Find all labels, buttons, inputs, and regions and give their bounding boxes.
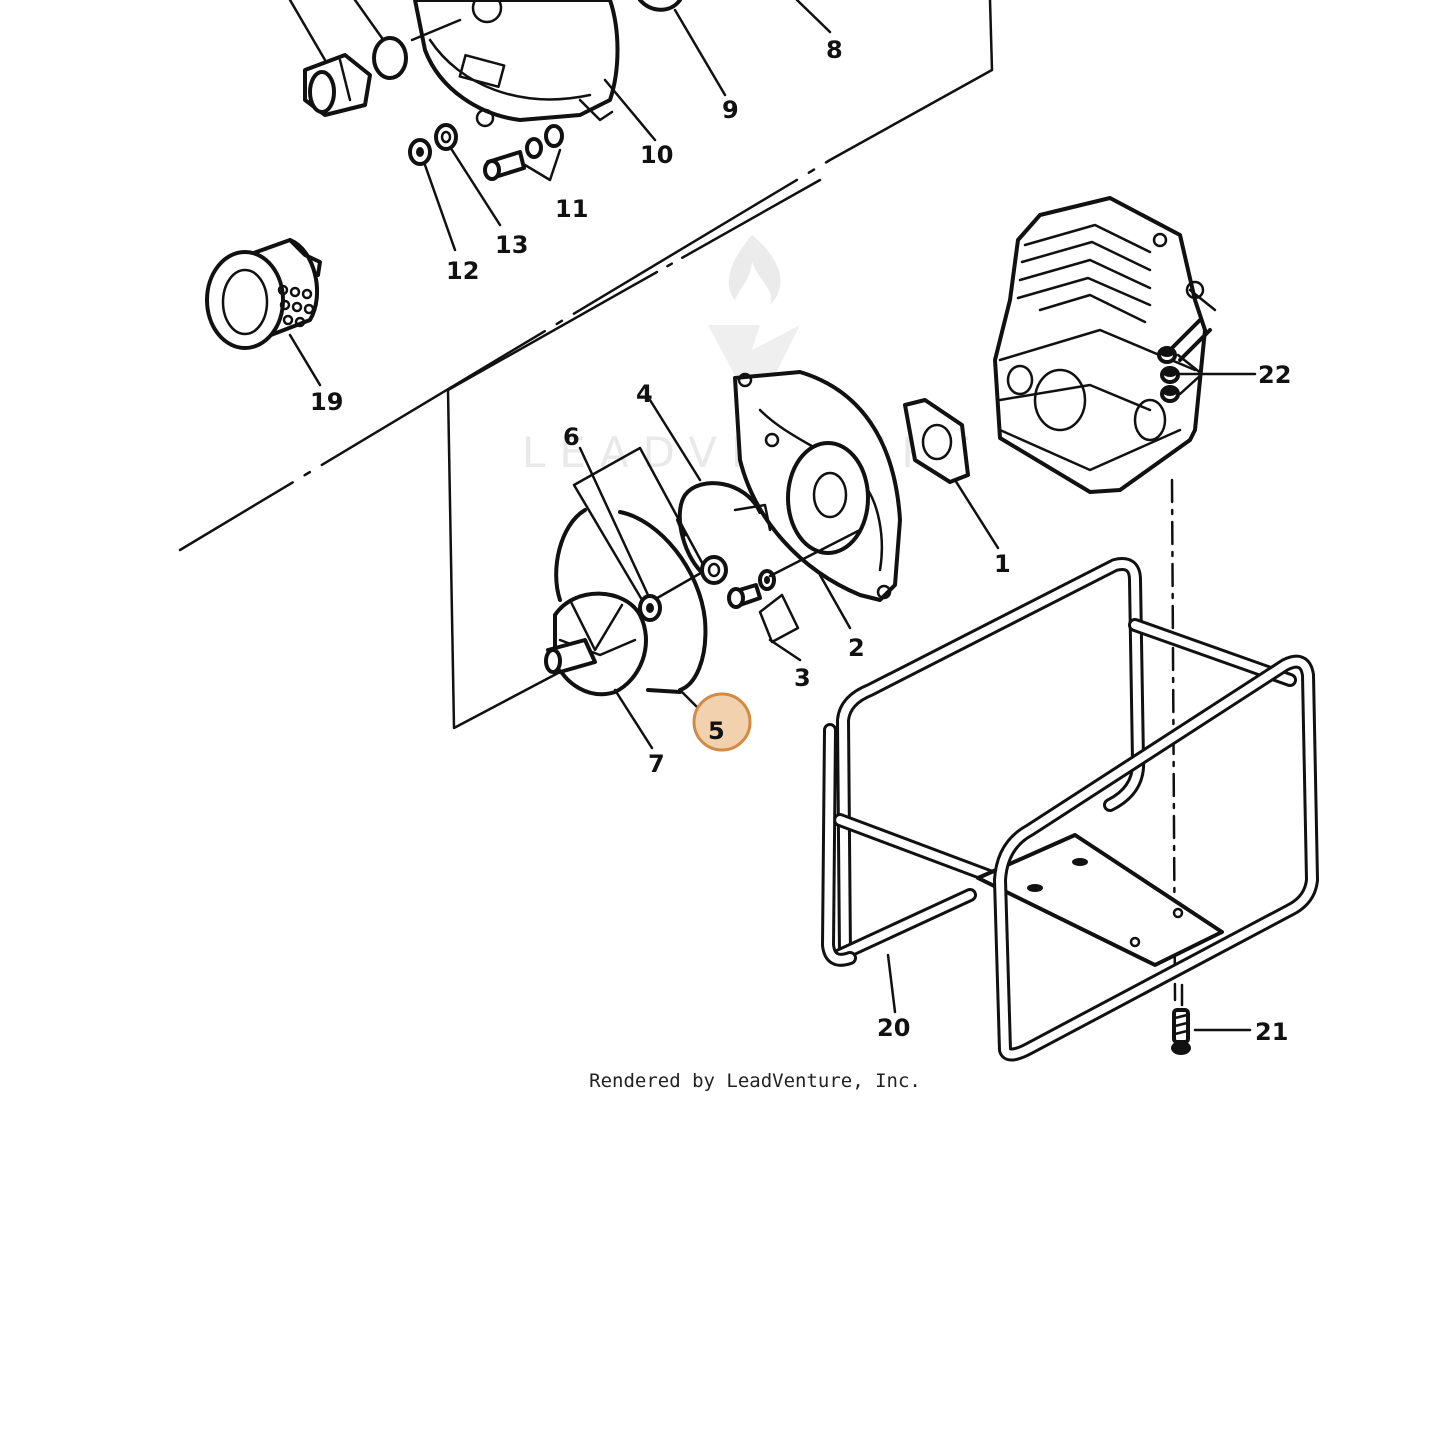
callout-2[interactable]: 2 (848, 634, 865, 662)
nut-part-6[interactable] (638, 594, 662, 622)
highlight-circle-part-5[interactable] (692, 692, 752, 752)
leader-line-o-ring (353, 0, 384, 40)
callout-3[interactable]: 3 (794, 664, 811, 692)
mount-nuts-part-22[interactable] (1157, 346, 1257, 403)
leader-line-7 (613, 688, 654, 750)
volute-plate-part-6[interactable] (554, 446, 708, 694)
callout-labels: 1 2 3 4 5 6 7 8 9 10 11 12 13 19 20 21 2… (310, 36, 1291, 1046)
callout-7[interactable]: 7 (648, 750, 665, 778)
callout-6[interactable]: 6 (563, 423, 580, 451)
nut-part-12[interactable] (408, 138, 432, 166)
pump-housing-part-10[interactable] (413, 0, 620, 128)
leader-line-13 (450, 148, 502, 227)
leader-line-8 (795, 0, 832, 34)
leader-line-2 (818, 573, 852, 630)
leader-line-housing-port (410, 18, 462, 42)
gasket-part-1[interactable] (903, 398, 970, 484)
callout-8[interactable]: 8 (826, 36, 843, 64)
bolt-part-3[interactable] (727, 528, 862, 644)
leader-line-inlet (288, 0, 327, 62)
callout-12[interactable]: 12 (446, 257, 479, 285)
callout-21[interactable]: 21 (1255, 1018, 1288, 1046)
leader-line-5 (678, 688, 702, 712)
leader-line-20 (886, 953, 897, 1014)
impeller-part-7[interactable] (544, 591, 648, 697)
callout-11[interactable]: 11 (555, 195, 588, 223)
leader-line-3 (768, 638, 802, 662)
callout-10[interactable]: 10 (640, 141, 673, 169)
leader-line-19 (288, 333, 322, 387)
callout-9[interactable]: 9 (722, 96, 739, 124)
seal-part[interactable] (700, 555, 728, 585)
o-ring-upper[interactable] (372, 36, 408, 80)
leader-line-10 (603, 78, 657, 142)
callout-5[interactable]: 5 (708, 717, 725, 745)
bolt-part-21[interactable] (1171, 983, 1252, 1055)
back-plate-part-2[interactable] (733, 370, 902, 602)
leader-line-4 (648, 398, 702, 482)
bolt-part-11[interactable] (483, 124, 564, 182)
leader-line-1 (953, 478, 1000, 550)
assembly-boundary-upper (178, 0, 994, 552)
rendered-by-caption: Rendered by LeadVenture, Inc. (589, 1070, 921, 1092)
callout-13[interactable]: 13 (495, 231, 528, 259)
leader-line-9 (673, 8, 727, 97)
leader-line-6 (578, 446, 650, 597)
washer-part-13[interactable] (434, 123, 458, 151)
frame-part-20[interactable] (820, 557, 1319, 1062)
inlet-fitting[interactable] (303, 53, 372, 117)
callout-1[interactable]: 1 (994, 550, 1011, 578)
strainer-part-19[interactable] (205, 238, 322, 350)
leader-line-12 (423, 163, 457, 252)
engine-assembly[interactable] (993, 196, 1217, 494)
callout-19[interactable]: 19 (310, 388, 343, 416)
cap-part-9[interactable] (638, 0, 682, 12)
assembly-boundary-lower (446, 178, 822, 730)
callout-20[interactable]: 20 (877, 1014, 910, 1042)
callout-22[interactable]: 22 (1258, 361, 1291, 389)
callout-4[interactable]: 4 (636, 380, 653, 408)
